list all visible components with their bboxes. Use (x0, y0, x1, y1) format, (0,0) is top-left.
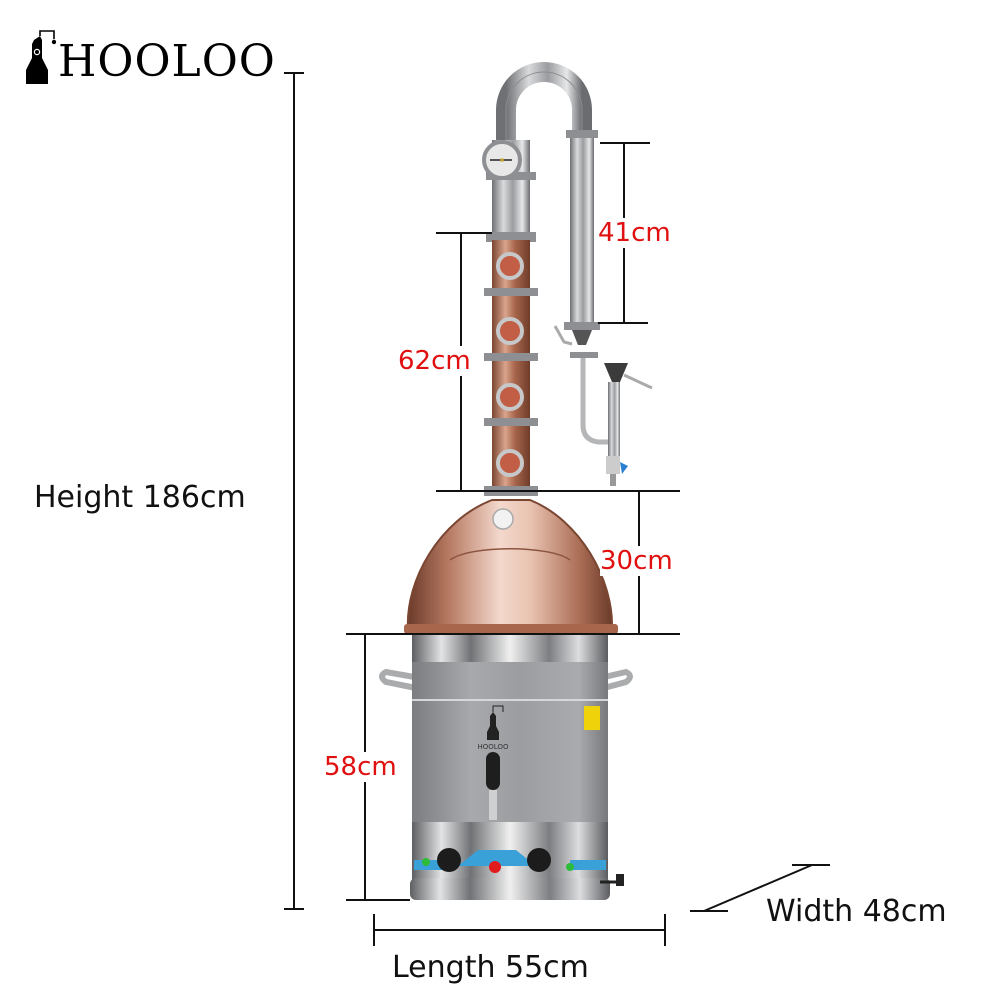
brand-logo: HOOLOO (26, 30, 276, 84)
column-dim-top-tick (436, 232, 492, 234)
condenser-dim-top-tick (600, 142, 650, 144)
height-dim-bottom-tick (284, 908, 304, 910)
column-dim-bottom-tick (436, 490, 680, 492)
svg-text:HOOLOO: HOOLOO (478, 743, 509, 751)
column-label: 62cm (398, 346, 471, 376)
right-knob (527, 848, 551, 872)
height-dim-line (293, 72, 295, 910)
dome-label: 30cm (600, 546, 673, 576)
power-button (489, 861, 501, 873)
boiler-pot (412, 662, 608, 822)
pot-label: 58cm (324, 752, 397, 782)
right-handle (599, 668, 633, 691)
width-dim-line (690, 864, 830, 912)
parrot (604, 363, 628, 382)
condenser-dim-bottom-tick (598, 322, 648, 324)
left-handle (379, 668, 421, 691)
pot-dim-bottom-tick (346, 899, 410, 901)
length-dim-right-tick (664, 914, 666, 946)
width-label: Width 48cm (766, 894, 947, 929)
height-label: Height 186cm (34, 480, 246, 515)
length-dim-line (373, 929, 665, 931)
left-knob (437, 848, 461, 872)
still-icon (26, 30, 56, 84)
condenser-label: 41cm (598, 218, 671, 248)
condenser (570, 138, 594, 324)
dome-dim-bottom-tick (346, 633, 680, 635)
length-dim-left-tick (373, 914, 375, 946)
brand-name: HOOLOO (58, 36, 276, 87)
length-label: Length 55cm (392, 950, 589, 985)
